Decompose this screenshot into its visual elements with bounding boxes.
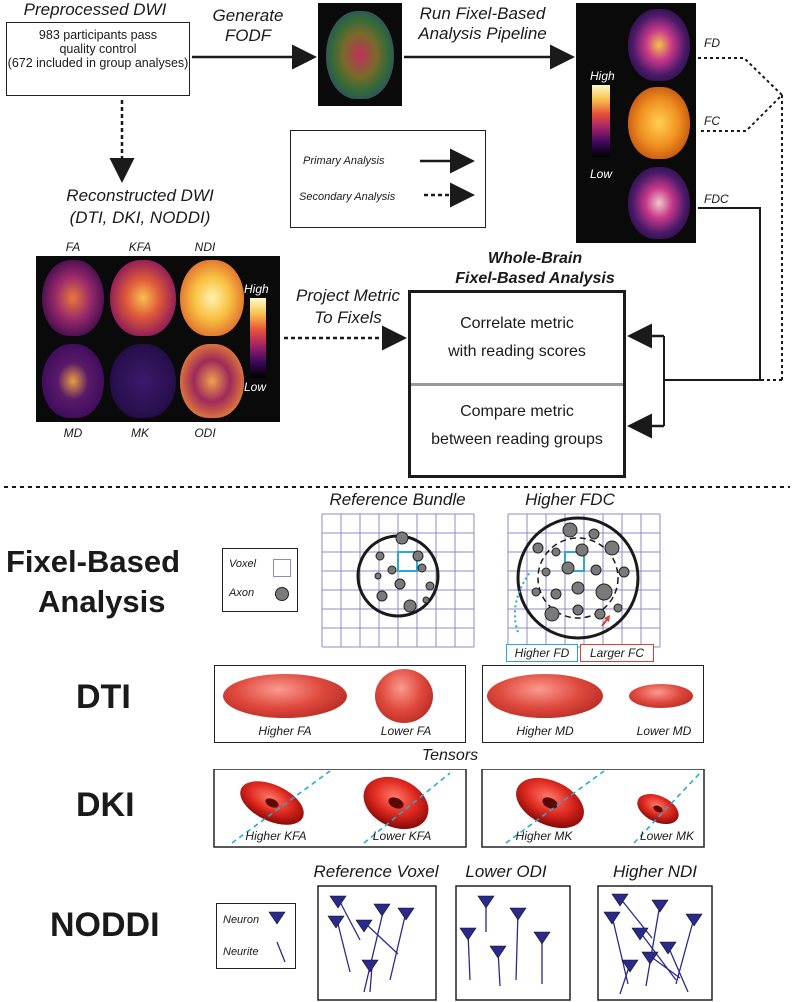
mk-image [110, 344, 176, 418]
fd-label: FD [704, 36, 720, 50]
lower-mk-label: Lower MK [639, 829, 695, 843]
whole-brain-title-1: Whole-Brain [487, 250, 583, 267]
higher-kfa-label: Higher KFA [245, 829, 307, 843]
axon-circle-icon [275, 587, 289, 601]
reference-voxel-title: Reference Voxel [313, 862, 439, 881]
fixel-colorbar-high: High [590, 69, 615, 83]
preprocessed-line-1: 983 participants pass [38, 28, 158, 42]
ndi-image [180, 260, 244, 336]
voxel-legend-label: Voxel [229, 558, 257, 570]
fixel-colorbar-low: Low [590, 167, 613, 181]
reconstructed-title-1: Reconstructed DWI [66, 186, 214, 205]
compare-text-2: between reading groups [431, 431, 603, 448]
whole-brain-box: Correlate metric with reading scores Com… [408, 290, 626, 478]
preprocessed-line-3: (672 included in group analyses) [7, 56, 189, 70]
higher-mk-label: Higher MK [515, 829, 573, 843]
larger-fc-tag: Larger FC [580, 644, 654, 662]
fc-image [628, 87, 690, 159]
whole-brain-title-2: Fixel-Based Analysis [455, 270, 615, 287]
reference-bundle-title: Reference Bundle [329, 490, 466, 509]
metric-colorbar [250, 298, 266, 378]
higher-fa-label: Higher FA [258, 724, 312, 738]
fodf-image [318, 3, 402, 106]
generate-label-1: Generate [212, 6, 284, 25]
odi-image [180, 344, 244, 418]
odi-label: ODI [194, 426, 216, 440]
dti-title: DTI [76, 678, 131, 716]
md-image [42, 344, 104, 418]
lower-fa-ellipsoid [375, 669, 433, 723]
higher-fdc-title: Higher FDC [525, 490, 615, 509]
metric-image-panel: High Low [36, 256, 280, 422]
dti-panel-left: Higher FA Lower FA [214, 665, 466, 743]
fixel-image-panel: High Low [576, 3, 696, 243]
neuron-legend-label: Neuron [223, 914, 260, 926]
voxel-square-icon [273, 559, 291, 577]
kfa-image [110, 260, 176, 336]
fba-title-1: Fixel-Based [6, 544, 181, 579]
fa-label: FA [65, 240, 81, 254]
higher-fdc-grid [507, 513, 661, 648]
fba-title-2: Analysis [38, 584, 166, 619]
ndi-label: NDI [194, 240, 216, 254]
analysis-legend: Primary Analysis Secondary Analysis [290, 130, 486, 228]
project-metric-1: Project Metric [296, 286, 400, 305]
metric-colorbar-high: High [244, 282, 269, 296]
lower-kfa-label: Lower KFA [372, 829, 432, 843]
neurite-legend-icon [276, 941, 286, 963]
dti-panel-right: Higher MD Lower MD [482, 665, 704, 743]
lower-md-ellipsoid [629, 684, 693, 708]
fdc-label: FDC [704, 192, 729, 206]
compare-text-1: Compare metric [460, 403, 574, 420]
fdc-image [628, 167, 690, 239]
higher-fd-tag: Higher FD [506, 644, 578, 662]
higher-fa-ellipsoid [223, 674, 347, 718]
noddi-legend: Neuron Neurite [216, 903, 296, 969]
preprocessed-line-2: quality control [59, 42, 137, 56]
mk-label: MK [131, 426, 149, 440]
higher-kfa-torus [240, 781, 304, 825]
higher-md-ellipsoid [487, 674, 603, 718]
kfa-label: KFA [128, 240, 152, 254]
lower-fa-label: Lower FA [380, 724, 432, 738]
fixel-colorbar [592, 85, 610, 157]
fc-label: FC [704, 114, 720, 128]
neurite-legend-label: Neurite [223, 946, 259, 958]
noddi-title: NODDI [50, 906, 160, 944]
correlate-text-2: with reading scores [448, 343, 586, 360]
neuron-legend-icon [268, 911, 286, 963]
reference-bundle-grid [321, 513, 475, 648]
preprocessed-title: Preprocessed DWI [23, 0, 167, 19]
axon-legend-label: Axon [229, 587, 255, 599]
noddi-panels [317, 885, 713, 1001]
dki-title: DKI [76, 786, 135, 824]
md-label: MD [63, 426, 83, 440]
higher-mk-torus [516, 777, 584, 829]
fba-diagrams [321, 513, 661, 648]
reconstructed-title-2: (DTI, DKI, NODDI) [69, 208, 211, 227]
lower-md-label: Lower MD [636, 724, 692, 738]
preprocessed-box: 983 participants pass quality control (6… [6, 22, 190, 96]
generate-label-2: FODF [224, 26, 272, 45]
project-metric-2: To Fixels [314, 308, 382, 327]
voxel-legend: Voxel Axon [222, 548, 298, 612]
lower-mk-torus [637, 793, 679, 825]
lower-kfa-torus [363, 776, 429, 830]
run-label-2: Analysis Pipeline [418, 24, 547, 43]
tensors-label: Tensors [421, 747, 479, 764]
higher-md-label: Higher MD [516, 724, 574, 738]
correlate-text-1: Correlate metric [460, 315, 574, 332]
fd-image [628, 9, 690, 81]
metric-colorbar-low: Low [244, 380, 267, 394]
lower-odi-title: Lower ODI [465, 862, 547, 881]
legend-primary-label: Primary Analysis [303, 155, 385, 167]
higher-ndi-title: Higher NDI [612, 862, 698, 881]
whole-brain-divider [411, 383, 623, 386]
fa-image [42, 260, 104, 336]
run-label-1: Run Fixel-Based [419, 4, 546, 23]
dki-panels [213, 769, 705, 848]
legend-secondary-label: Secondary Analysis [299, 191, 396, 203]
